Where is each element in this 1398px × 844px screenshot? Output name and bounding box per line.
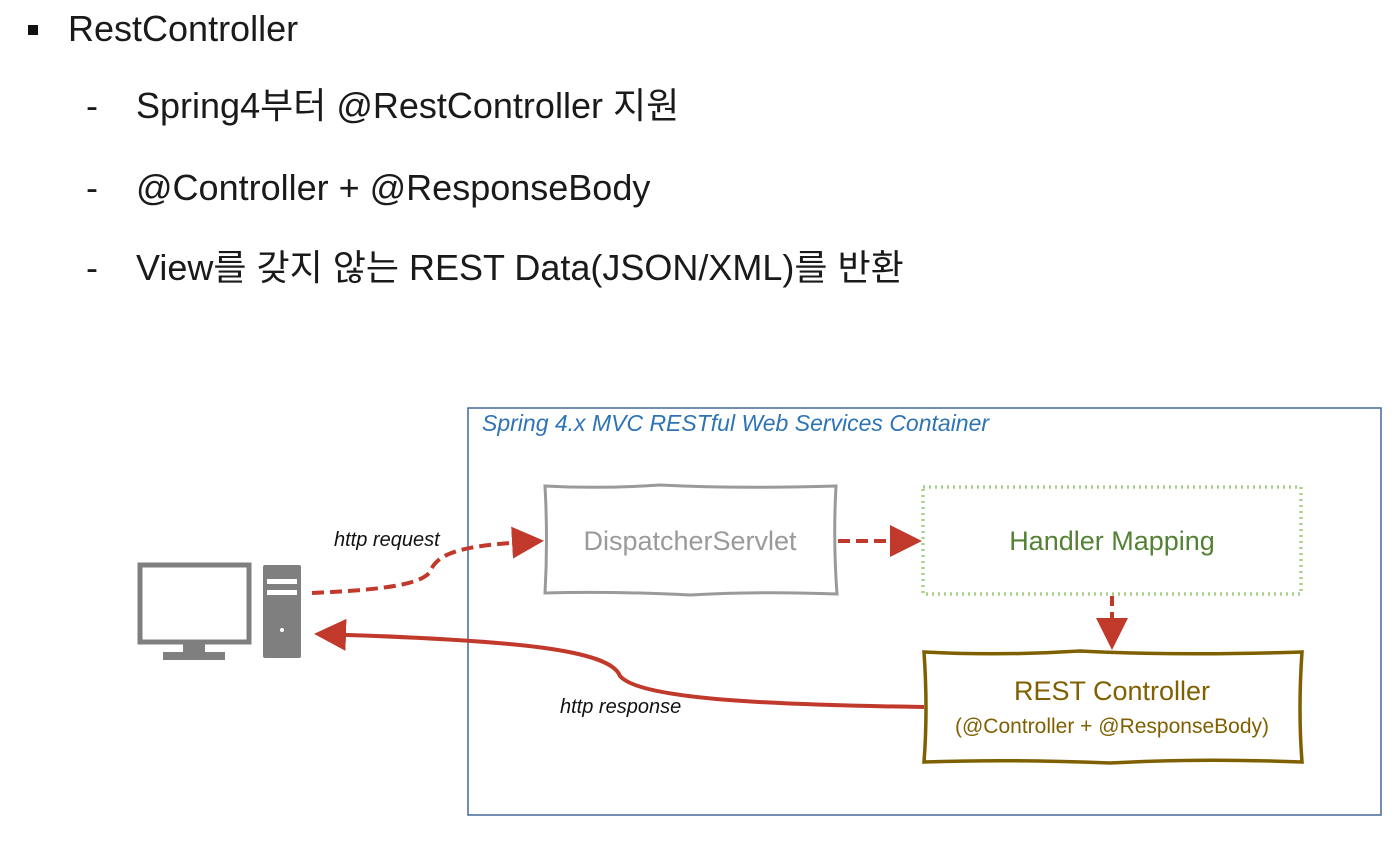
container-title: Spring 4.x MVC RESTful Web Services Cont… (482, 410, 990, 436)
http-response-label: http response (560, 696, 681, 718)
dash-icon: - (86, 167, 98, 208)
http-response-arrow (314, 618, 925, 709)
monitor-icon (137, 562, 252, 660)
rest-controller-sublabel: (@Controller + @ResponseBody) (955, 715, 1269, 738)
main-bullet-title: RestController (68, 8, 299, 49)
sub-bullet-3-text: View를 갖지 않는 REST Data(JSON/XML)를 반환 (136, 247, 904, 288)
sub-bullet-1: - Spring4부터 @RestController 지원 (86, 83, 679, 129)
dash-icon: - (86, 85, 98, 126)
sub-bullet-2-text: @Controller + @ResponseBody (136, 167, 651, 208)
pc-tower-icon (263, 565, 301, 658)
square-bullet-icon (28, 25, 38, 35)
http-request-label: http request (334, 529, 441, 551)
handler-label: Handler Mapping (1009, 526, 1215, 556)
sub-bullet-2: - @Controller + @ResponseBody (86, 165, 650, 211)
handler-box (921, 485, 1303, 596)
rest-controller-label: REST Controller (1014, 676, 1210, 706)
sub-bullet-1-text: Spring4부터 @RestController 지원 (136, 85, 680, 126)
sub-bullet-3: - View를 갖지 않는 REST Data(JSON/XML)를 반환 (86, 245, 904, 291)
main-bullet: RestController (28, 6, 298, 52)
dispatcher-box (543, 483, 839, 597)
container-box (467, 407, 1382, 816)
dispatcher-label: DispatcherServlet (583, 526, 797, 556)
rest-controller-box (922, 649, 1304, 765)
dash-icon: - (86, 247, 98, 288)
http-request-arrow (311, 526, 544, 595)
